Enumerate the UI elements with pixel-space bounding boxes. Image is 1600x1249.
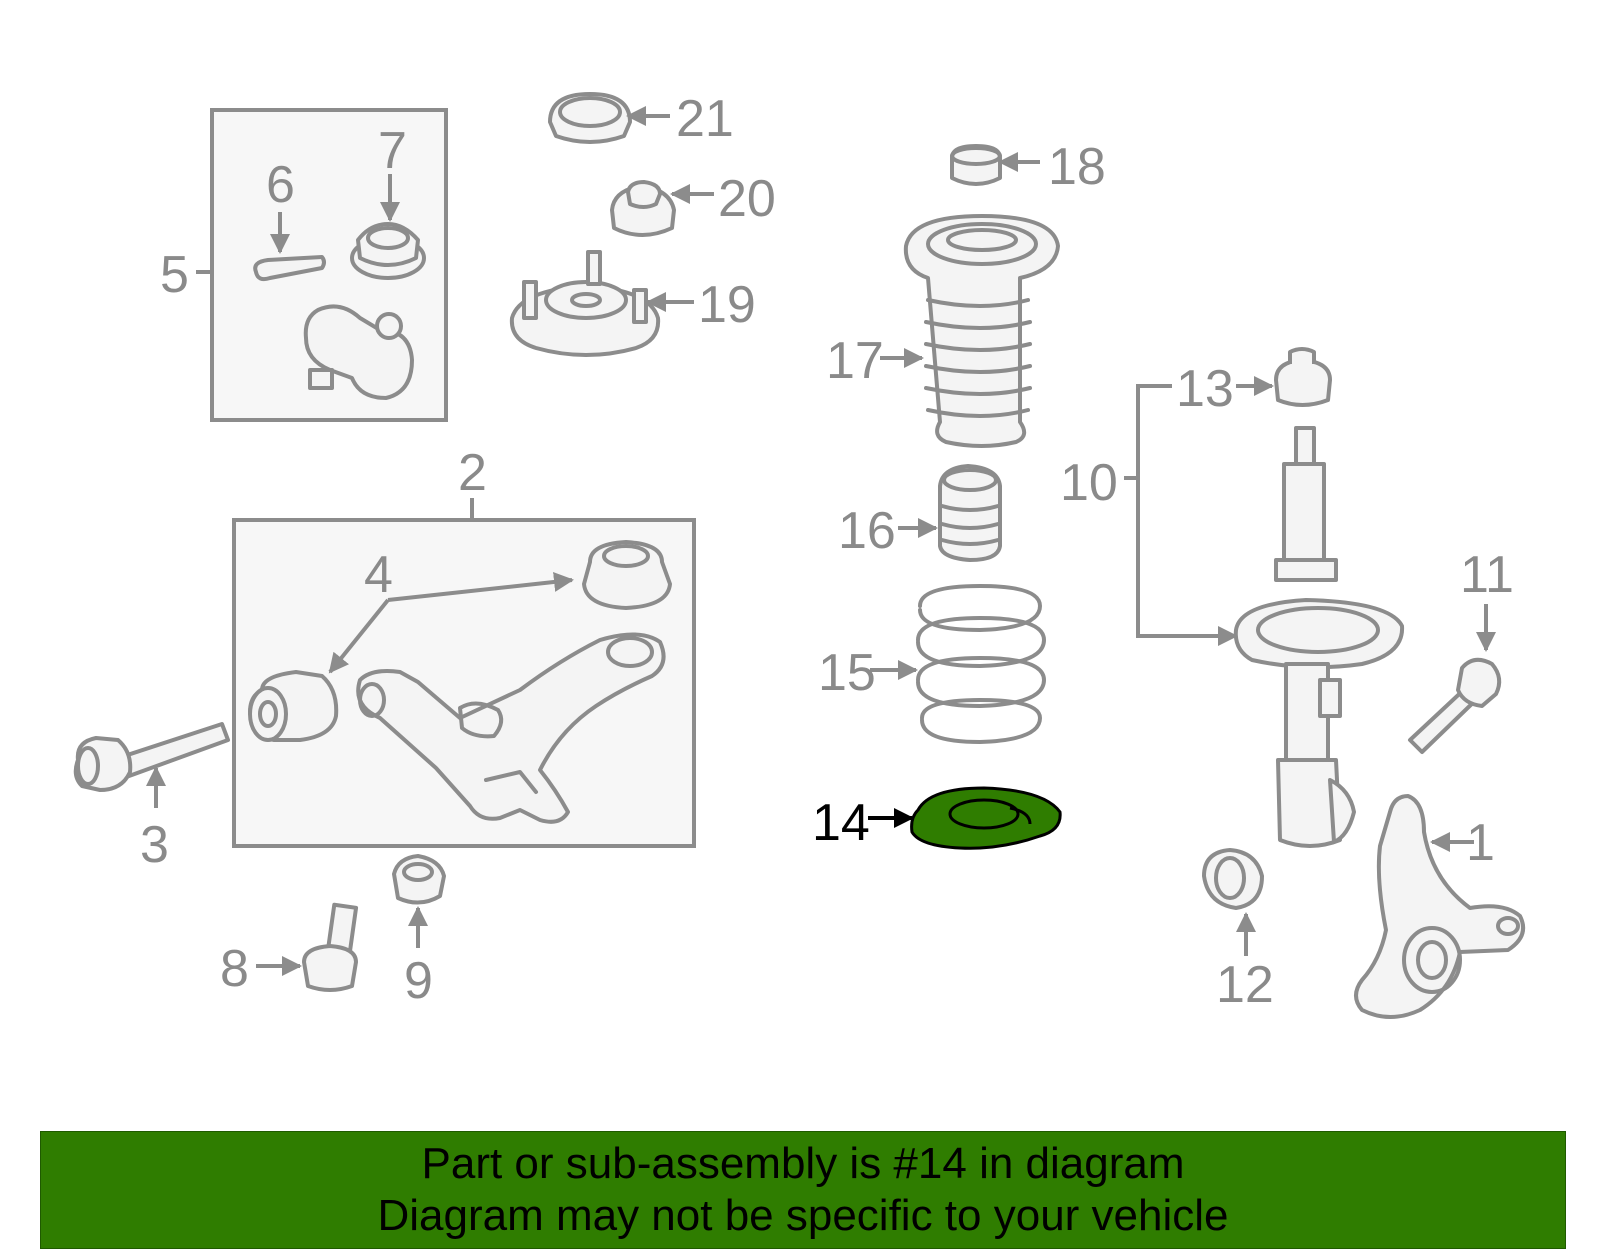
cotter-pin-part xyxy=(253,212,326,282)
coil-spring-part xyxy=(870,584,1046,744)
arm-bolt-part xyxy=(73,722,230,808)
mount-nut-part xyxy=(610,180,714,237)
callout-12: 12 xyxy=(1216,956,1274,1014)
control-arm-group xyxy=(232,498,696,848)
control-arm-part xyxy=(356,632,666,824)
flange-nut-part xyxy=(392,854,446,948)
callout-11: 11 xyxy=(1460,546,1514,604)
callout-5: 5 xyxy=(160,246,189,304)
spring-insulator-part-highlighted xyxy=(868,786,1062,850)
knuckle-bolt-part xyxy=(1408,604,1502,754)
callout-16: 16 xyxy=(838,502,896,560)
banner-line-disclaimer: Diagram may not be specific to your vehi… xyxy=(377,1191,1229,1240)
callout-9: 9 xyxy=(404,952,433,1010)
suspension-parts-diagram: 1 2 3 4 5 6 7 8 9 10 11 12 13 14 15 16 1… xyxy=(73,90,1525,1019)
dust-cap-part xyxy=(548,92,670,144)
callout-8: 8 xyxy=(220,940,249,998)
strut-assembly-bracket xyxy=(1124,384,1238,646)
cam-nut-part xyxy=(1202,848,1264,956)
castle-nut-part xyxy=(350,174,426,280)
callout-19: 19 xyxy=(698,276,756,334)
callout-15: 15 xyxy=(818,644,876,702)
bump-stop-part xyxy=(898,464,1002,562)
callout-6: 6 xyxy=(266,156,295,214)
strut-assembly-part xyxy=(1233,426,1405,848)
callout-20: 20 xyxy=(718,170,776,228)
ball-joint-part xyxy=(303,304,414,400)
ball-joint-kit-group xyxy=(196,108,448,422)
callout-2: 2 xyxy=(458,444,487,502)
flange-bolt-part xyxy=(256,902,359,992)
banner-line-part-number: Part or sub-assembly is #14 in diagram xyxy=(421,1139,1185,1188)
info-banner: Part or sub-assembly is #14 in diagram D… xyxy=(40,1131,1566,1249)
bumper-cap-part xyxy=(950,144,1040,186)
rear-bushing-part xyxy=(582,540,672,610)
strut-nut-part xyxy=(1236,347,1332,407)
callout-17: 17 xyxy=(826,332,884,390)
callout-10: 10 xyxy=(1060,454,1118,512)
callout-21: 21 xyxy=(676,90,734,148)
strut-mount-part xyxy=(509,250,694,357)
callout-7: 7 xyxy=(378,122,407,180)
callout-18: 18 xyxy=(1048,138,1106,196)
steering-knuckle-part xyxy=(1354,794,1525,1019)
callout-3: 3 xyxy=(140,816,169,874)
callout-13: 13 xyxy=(1176,360,1234,418)
callout-4: 4 xyxy=(364,546,393,604)
callout-1: 1 xyxy=(1466,814,1495,872)
dust-boot-part xyxy=(880,214,1060,448)
front-bushing-part xyxy=(248,670,339,742)
callout-14: 14 xyxy=(812,794,870,852)
